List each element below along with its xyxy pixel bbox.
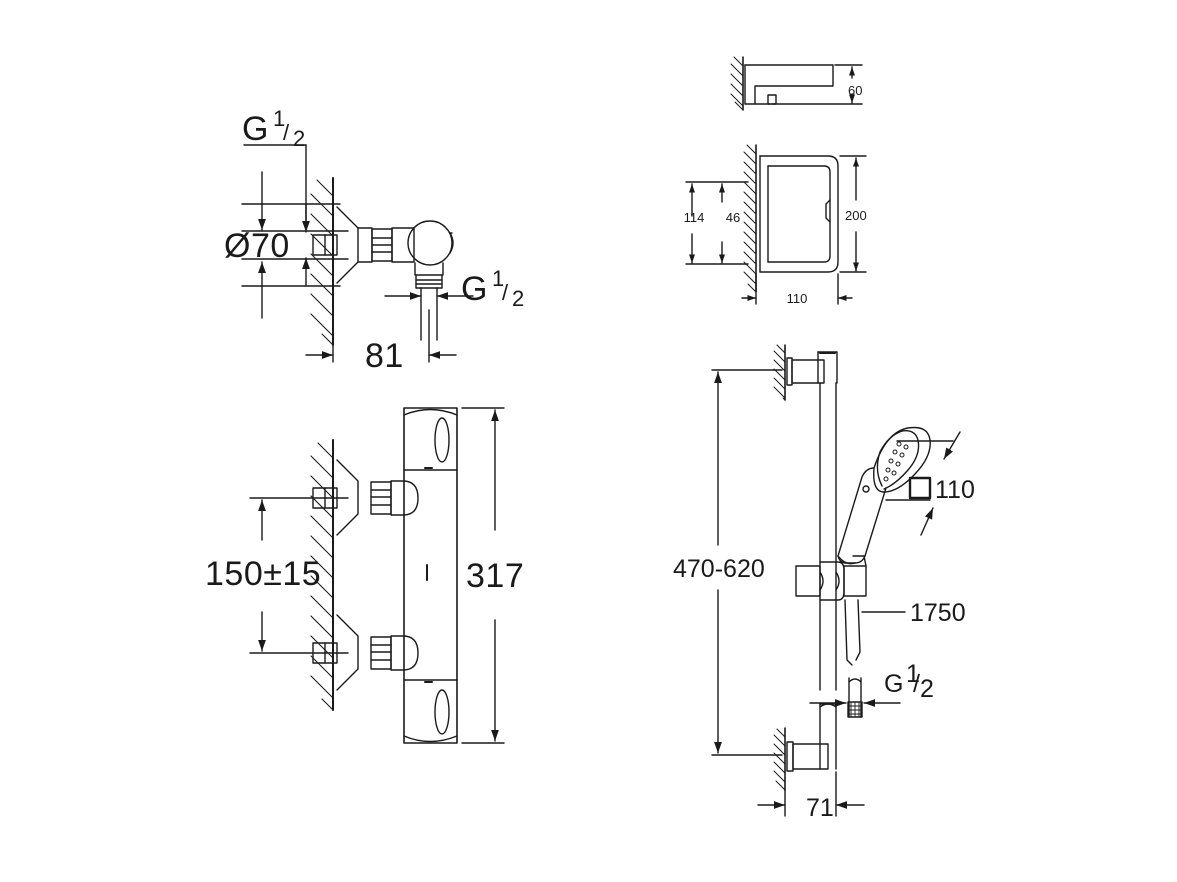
view-shower-rail [711,344,961,817]
label-hose-1750: 1750 [910,599,966,627]
label-g-half-top-g: G [242,110,269,148]
label-g-half-hose-slash: / [913,670,920,698]
label-g-half-hose-num: 1 [906,660,920,688]
label-shelf-200: 200 [845,208,867,223]
label-g-half-outlet-slash: / [502,280,509,305]
label-g-half-hose-g: G [884,670,903,698]
label-rail-depth-71: 71 [806,794,834,822]
label-shelf-60: 60 [848,83,862,98]
label-g-half-top-num: 1 [273,106,286,131]
label-diameter-70: Ø70 [224,227,290,265]
label-g-half-top-den: 2 [293,126,306,151]
view-shelf-front [685,144,867,305]
label-fix-46: 46 [726,210,740,225]
label-rail-travel: 470-620 [673,555,765,583]
view-shelf-side [730,56,863,111]
label-depth-81: 81 [365,337,404,375]
label-g-half-hose-den: 2 [920,675,934,703]
label-shelf-110: 110 [787,291,808,306]
label-g-half-outlet-g: G [461,270,488,308]
view-side-valve [241,144,474,363]
label-length-317: 317 [466,557,524,595]
label-fix-114: 114 [684,210,705,225]
label-g-half-outlet-num: 1 [492,266,505,291]
hand-shower-graphic [837,426,931,565]
label-g-half-top-slash: / [283,120,290,145]
label-centres-150: 150±15 [205,555,321,593]
view-front-valve [249,407,505,744]
dimension-labels: G 1 / 2 Ø70 G 1 / 2 81 150±15 317 60 114… [205,83,975,822]
label-spray-110: 110 [935,476,975,504]
label-g-half-outlet-den: 2 [512,286,525,311]
